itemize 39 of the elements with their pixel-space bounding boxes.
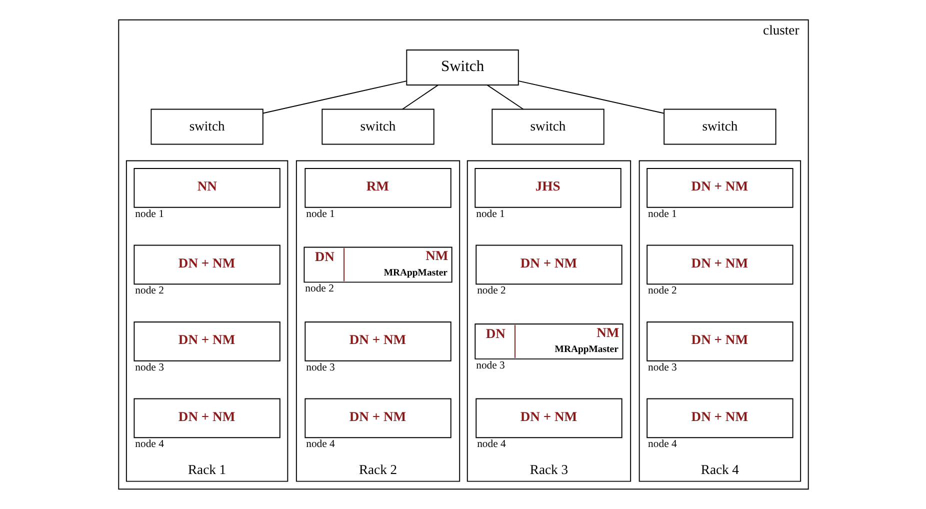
- connector: [486, 84, 524, 110]
- connector: [517, 80, 664, 114]
- node-box: Switch: [406, 50, 518, 86]
- node-label: node 1: [134, 208, 164, 220]
- node-label: node 3: [648, 361, 676, 374]
- node-box: JHS: [474, 168, 621, 208]
- connector: [262, 80, 406, 114]
- node-box: DN + NM: [304, 398, 451, 438]
- node-label: node 2: [476, 284, 506, 297]
- node-box: DN + NM: [646, 398, 793, 438]
- node-box: NN: [133, 168, 280, 208]
- node-box: DN + NM: [646, 244, 793, 285]
- node-box: switch: [663, 108, 776, 145]
- connector: [401, 84, 438, 110]
- node-label: node 4: [134, 438, 164, 450]
- node-label: node 3: [134, 361, 164, 374]
- node-label: node 1: [306, 208, 334, 220]
- node-label: node 3: [306, 361, 334, 374]
- node-label: node 2: [134, 284, 164, 297]
- node-box: DN + NM: [475, 398, 622, 438]
- node-box: DN + NM: [646, 168, 793, 208]
- node-box: switch: [321, 108, 434, 145]
- node-label: node 4: [306, 438, 334, 450]
- node-box: DN + NM: [133, 244, 280, 285]
- node-box: DN + NM: [646, 322, 793, 362]
- node-box: switch: [150, 108, 263, 145]
- node-box: DN + NM: [475, 244, 622, 285]
- node-label: node 2: [648, 284, 676, 297]
- node-label: node 4: [476, 438, 506, 450]
- node-label: node 3: [476, 359, 504, 372]
- node-box: DN + NM: [304, 322, 451, 362]
- node-label: node 1: [648, 208, 676, 220]
- node-label: node 2: [304, 282, 334, 295]
- node-label: node 4: [648, 438, 676, 450]
- node-box: DN + NM: [133, 398, 280, 438]
- node-box: switch: [491, 108, 604, 145]
- node-label: node 1: [476, 208, 504, 220]
- node-box: RM: [304, 168, 451, 208]
- node-box: DN + NM: [133, 322, 280, 362]
